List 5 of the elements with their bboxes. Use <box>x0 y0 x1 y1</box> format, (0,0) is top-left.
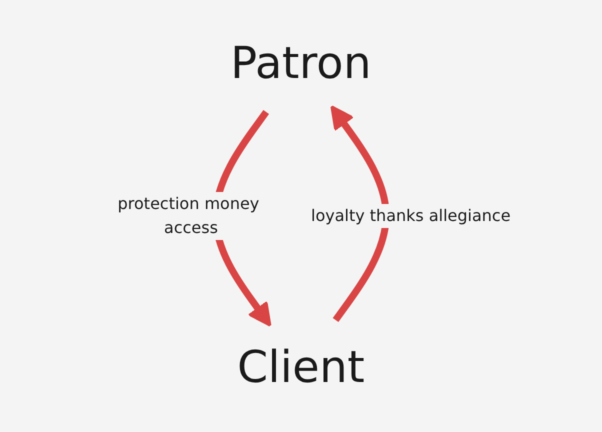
arrow <box>330 105 390 322</box>
node-text: Client <box>237 342 365 393</box>
edge-label: loyalty thanks allegiance <box>311 206 511 225</box>
node-text: Patron <box>230 38 372 89</box>
edge-label: protection money access <box>118 194 260 237</box>
